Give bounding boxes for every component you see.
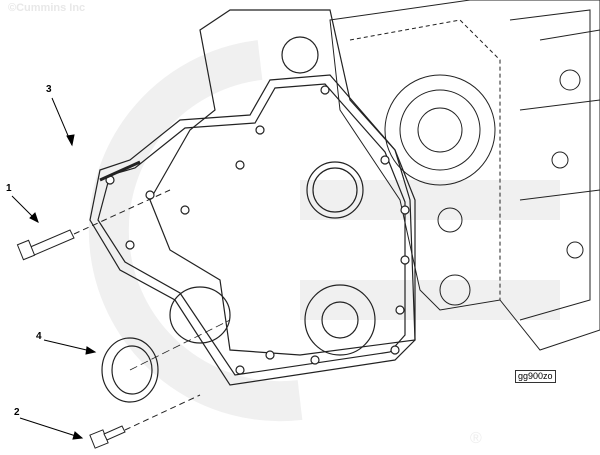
callout-1: 1	[6, 183, 12, 194]
gasket	[89, 74, 416, 386]
engine-block	[329, 0, 600, 351]
callout-2: 2	[14, 407, 20, 418]
copyright-watermark: ©Cummins Inc	[8, 2, 86, 14]
front-crankshaft-seal	[101, 319, 231, 403]
callout-3: 3	[46, 84, 52, 95]
leader-arrows	[11, 97, 97, 440]
registered-mark: ®	[470, 430, 482, 447]
callout-4: 4	[36, 331, 42, 342]
front-cover	[149, 9, 416, 356]
figure-id-label: gg900zo	[515, 370, 556, 383]
capscrew-1	[16, 160, 171, 261]
capscrew-2	[89, 394, 201, 449]
